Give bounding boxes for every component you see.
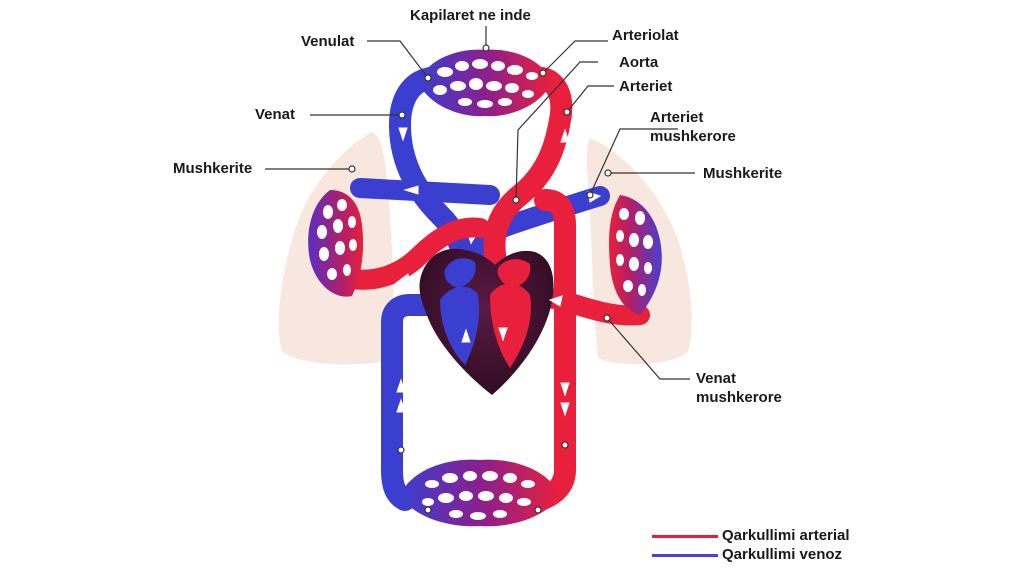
pulmonary-left-vessel-top — [350, 178, 500, 205]
heart-shape — [419, 248, 554, 395]
label-mushkerite-right: Mushkerite — [703, 165, 783, 182]
right-lung-capillary-mesh — [616, 208, 653, 296]
right-lung-capillary-bed — [609, 195, 662, 315]
pulmonary-artery-right — [465, 186, 610, 275]
legend-arterial-line — [652, 535, 718, 538]
pulmonary-vein-left — [335, 217, 490, 290]
left-lung-capillary-mesh — [317, 199, 357, 280]
heart-left-ventricle — [490, 283, 531, 368]
label-arteriolat: Arteriolat — [612, 27, 679, 44]
label-arteriet-mushkerore-1: Arteriet — [650, 109, 704, 126]
heart-left-atrium — [497, 259, 531, 288]
label-venat: Venat — [255, 106, 296, 123]
legend-arterial-label: Qarkullimi arterial — [722, 527, 850, 544]
venous-top-loop — [388, 67, 474, 286]
venous-left-loop — [381, 294, 461, 511]
label-arteriet-mushkerore-2: mushkerore — [650, 128, 736, 145]
label-arteriet: Arteriet — [619, 78, 673, 95]
label-aorta: Aorta — [619, 54, 659, 71]
heart-right-atrium — [444, 258, 476, 288]
bottom-capillary-mesh — [422, 471, 535, 520]
label-venat-mushkerore-2: mushkerore — [696, 389, 782, 406]
heart-right-ventricle — [440, 286, 480, 365]
label-mushkerite-left: Mushkerite — [173, 160, 253, 177]
arterial-right-loop — [529, 189, 576, 511]
aorta-arch — [483, 67, 573, 281]
legend-venoz-line — [652, 554, 718, 557]
top-capillary-mesh — [433, 59, 538, 108]
label-venulat: Venulat — [301, 33, 355, 50]
flow-arrows — [394, 127, 602, 417]
marker-dots — [348, 44, 612, 514]
legend-venoz-label: Qarkullimi venoz — [722, 546, 843, 563]
label-venat-mushkerore-1: Venat — [696, 370, 737, 387]
label-kapilaret: Kapilaret ne inde — [410, 7, 531, 24]
leader-lines — [265, 26, 695, 380]
